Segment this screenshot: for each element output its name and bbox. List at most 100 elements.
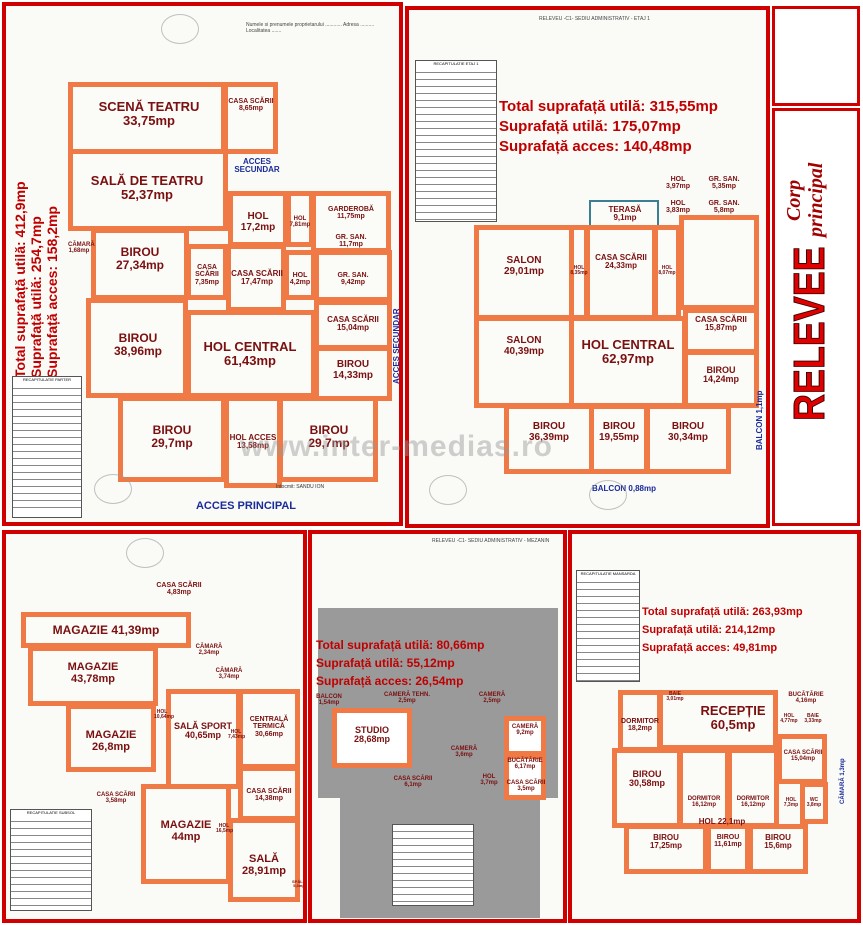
room-birou3-man [706,824,750,874]
etaj1-panel: RELEVEU -C1- SEDIU ADMINISTRATIV - ETAJ … [405,6,770,528]
room-sala-sub [228,818,300,902]
room-wc [800,782,828,824]
label-camera-tehn: CAMERĂ TEHN.2,5mp [384,692,430,705]
room-camera-r [504,716,546,756]
mansarda-summary-total: Total suprafață utilă: 263,93mp [642,606,803,618]
room-casa-scarii3 [226,244,286,312]
label-hol-big: HOL 22,1mp [698,817,746,826]
ground-recap-table: RECAPITULATIE PARTER [12,376,82,518]
mezanin-panel: RELEVEU -C1- SEDIU ADMINISTRATIV - MEZAN… [308,530,567,923]
room-gr-san [679,215,759,310]
mezanin-summary-total: Total suprafață utilă: 80,66mp [316,638,485,652]
ground-summary-access: Suprafață acces: 158,2mp [44,206,60,378]
ground-recap-title: RECAPITULATIE PARTER [22,377,71,382]
label-grsan-a: GR. SAN.5,35mp [708,176,740,191]
stamp-icon [126,538,164,568]
room-birou3-e1 [645,404,731,474]
room-casa-scarii-r [238,766,300,821]
label-acces-secundar-right: ACCES SECUNDAR [392,308,401,384]
label-spalator: SPĂLĂTOR5,3mp [292,879,306,889]
room-birou2-man [624,824,708,874]
room-birou2-e1 [589,404,649,474]
mansarda-summary-useful: Suprafață utilă: 214,12mp [642,624,776,636]
room-birou1-e1 [504,404,594,474]
stamp-icon [161,14,199,44]
label-magazie1: MAGAZIE 41,39mp [52,623,160,637]
room-salon2 [474,316,574,408]
stamp-icon [589,480,627,510]
plan-header: Numele si prenumele proprietarului .....… [246,22,375,34]
room-birou4-man [748,824,808,874]
etaj1-summary-access: Suprafață acces: 140,48mp [499,138,692,155]
room-magazie3 [66,704,156,772]
mansarda-summary-access: Suprafață acces: 49,81mp [642,642,778,654]
stamp-icon [429,475,467,505]
watermark: www.inter-medias.ro [240,430,553,463]
room-birou5 [278,396,378,482]
stamp-icon [94,474,132,504]
label-grsan-b: GR. SAN.5,8mp [708,200,740,215]
room-birou-r [683,350,759,408]
mezanin-summary-access: Suprafață acces: 26,54mp [316,674,464,688]
room-dormitor3 [727,748,779,828]
label-gr-san: GR. SAN.11,7mp [335,234,367,249]
mansarda-recap-title: RECAPITULATIE MANSARDA [580,571,636,576]
room-studio [332,708,412,768]
label-camara-man: CĂMARĂ 1,3mp [840,758,846,804]
title-panel-main: Corp principal RELEVEE [772,108,860,526]
room-casa-scarii2 [186,244,228,300]
mezanin-header: RELEVEU -C1- SEDIU ADMINISTRATIV - MEZAN… [432,538,550,544]
mansarda-recap-table: RECAPITULATIE MANSARDA [576,570,640,682]
subsol-recap-table: RECAPITULATIE SUBSOL [10,809,92,911]
title-corp: Corp [783,179,805,221]
ground-summary-total: Total suprafață utilă: 412,9mp [12,181,28,378]
room-hol-central [186,310,316,398]
etaj1-recap-title: RECAPITULATIE ETAJ 1 [433,61,479,66]
label-gr-san2: GR. SAN.9,42mp [337,272,369,287]
etaj1-recap-table: RECAPITULATIE ETAJ 1 [415,60,497,222]
room-birou4 [118,396,226,482]
subsol-recap-title: RECAPITULATIE SUBSOL [26,810,76,815]
